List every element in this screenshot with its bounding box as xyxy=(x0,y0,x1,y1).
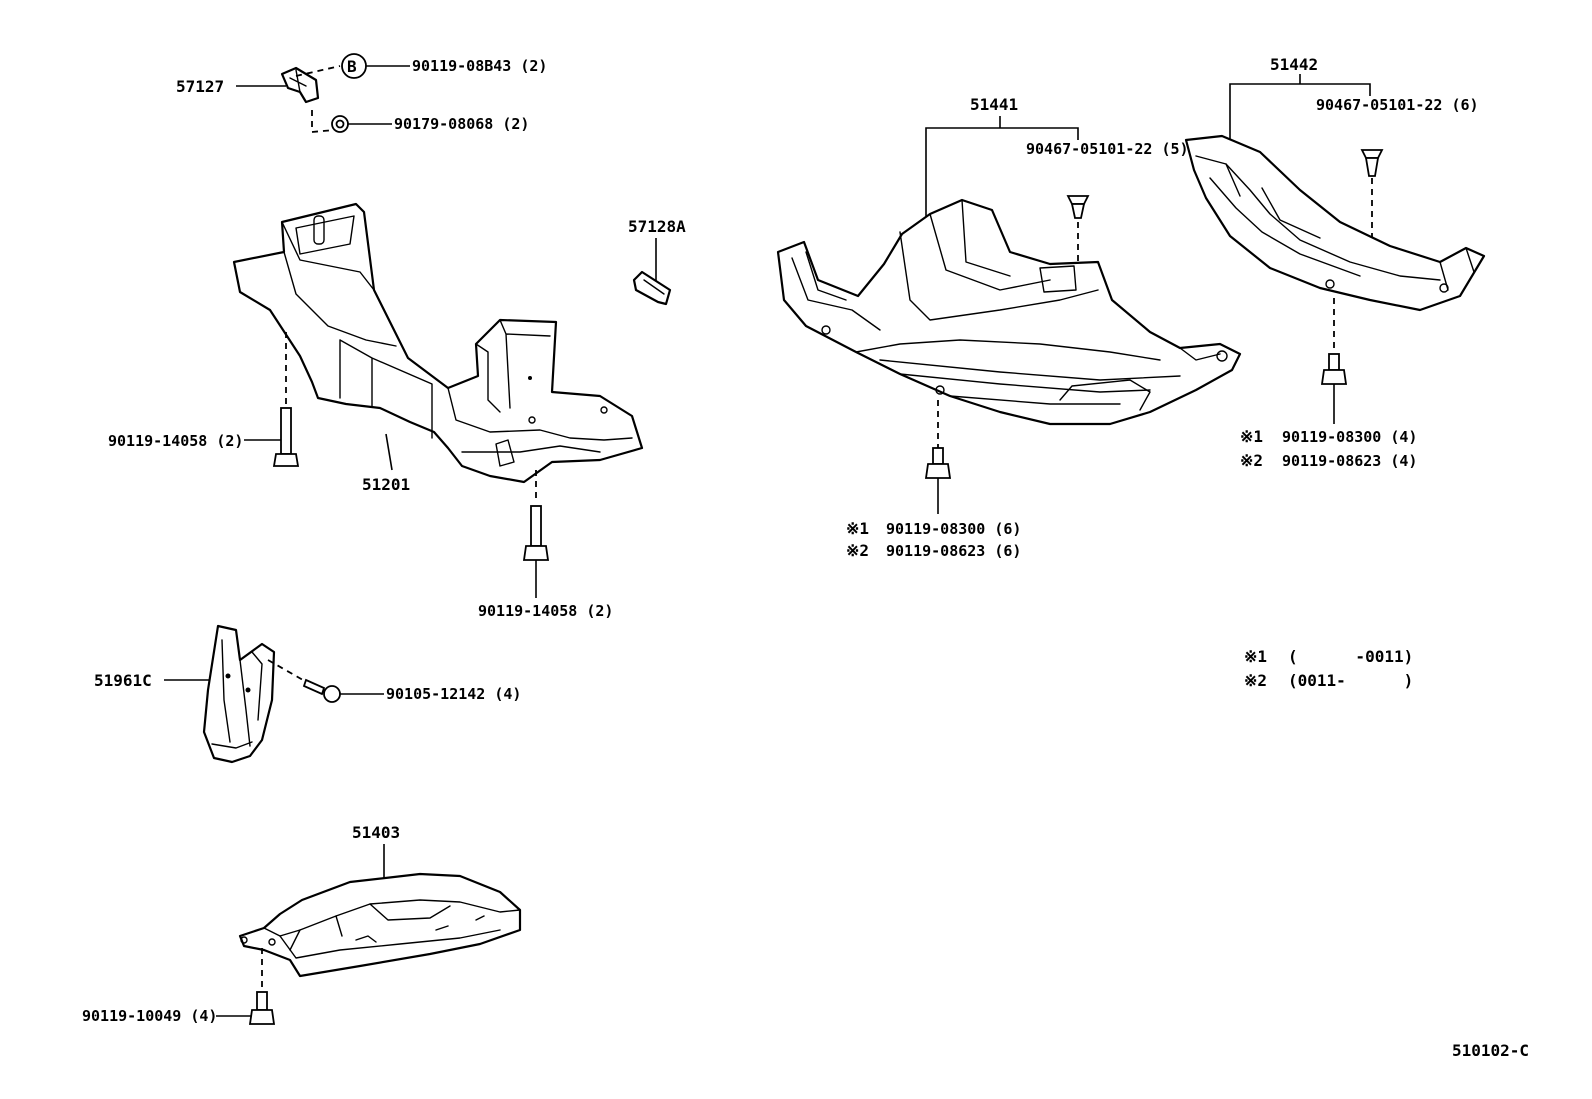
part-number-51441: 51441 xyxy=(970,95,1018,114)
bolt-icon xyxy=(924,447,952,479)
clip-icon xyxy=(1360,149,1384,177)
bolt-2-mark-51441: ※2 xyxy=(846,541,869,560)
part-number-51961c: 51961C xyxy=(94,671,152,690)
clip-51441-label: 90467-05101-22 (5) xyxy=(1026,140,1189,158)
legend-mark-1: ※1 xyxy=(1244,647,1267,666)
bolt-icon xyxy=(1320,353,1348,385)
part-number-57128a: 57128A xyxy=(628,217,686,236)
crossmember-51201[interactable] xyxy=(232,202,644,484)
bolt-left-label: 90119-14058 (2) xyxy=(108,432,243,450)
part-number-51403: 51403 xyxy=(352,823,400,842)
part-number-57127: 57127 xyxy=(176,77,224,96)
nut-icon xyxy=(331,115,349,133)
legend-range-2: (0011- ) xyxy=(1288,671,1413,690)
stopper-57128a[interactable] xyxy=(632,270,672,306)
bracket-51961c-group: 51961C 90105-12142 (4) xyxy=(94,624,521,764)
bolt-2-mark-51442: ※2 xyxy=(1240,451,1263,470)
bolt-icon xyxy=(272,407,300,467)
clip-51442-label: 90467-05101-22 (6) xyxy=(1316,96,1479,114)
cover-51441-group: 51441 90467-05101-22 (5) ※1 90119-08300 … xyxy=(776,95,1242,560)
legend-range-1: ( -0011) xyxy=(1288,647,1413,666)
bolt-90119-08b43-label: 90119-08B43 (2) xyxy=(412,57,547,75)
bolt-90105-12142-label: 90105-12142 (4) xyxy=(386,685,521,703)
bolt-icon xyxy=(522,505,550,561)
bolt-icon xyxy=(302,678,341,703)
clip-icon xyxy=(1066,195,1090,219)
bolt-icon xyxy=(248,991,276,1025)
cover-51442[interactable] xyxy=(1184,134,1486,312)
cover-51442-group: 51442 90467-05101-22 (6) ※1 90119-08300 … xyxy=(1184,55,1486,470)
bolt-1-mark-51441: ※1 xyxy=(846,519,869,538)
stopper-57128a-group: 57128A xyxy=(628,217,686,306)
bracket-57127-group: 57127 B 90119-08B43 (2) 90179-08068 (2) xyxy=(176,53,547,133)
diagram-id: 510102-C xyxy=(1452,1041,1529,1060)
plate-51403-group: 51403 90119-10049 (4) xyxy=(82,823,522,1025)
cover-51441[interactable] xyxy=(776,198,1242,426)
crossmember-51201-group: 51201 90119-14058 (2) 90119-14058 (2) xyxy=(108,202,644,620)
part-number-51201: 51201 xyxy=(362,475,410,494)
legend: ※1 ( -0011) ※2 (0011- ) xyxy=(1244,647,1413,690)
nut-90179-08068-label: 90179-08068 (2) xyxy=(394,115,529,133)
bracket-51961c[interactable] xyxy=(202,624,276,764)
bolt-bottom-label: 90119-14058 (2) xyxy=(478,602,613,620)
bolt-1-51441-label: 90119-08300 (6) xyxy=(886,520,1021,538)
bolt-2-51442-label: 90119-08623 (4) xyxy=(1282,452,1417,470)
bolt-2-51441-label: 90119-08623 (6) xyxy=(886,542,1021,560)
plate-51403[interactable] xyxy=(238,872,522,978)
bolt-90119-10049-label: 90119-10049 (4) xyxy=(82,1007,217,1025)
bracket-57127[interactable] xyxy=(280,66,320,104)
part-number-51442: 51442 xyxy=(1270,55,1318,74)
bolt-1-mark-51442: ※1 xyxy=(1240,427,1263,446)
legend-mark-2: ※2 xyxy=(1244,671,1267,690)
reference-marker-label: B xyxy=(347,57,357,76)
bolt-1-51442-label: 90119-08300 (4) xyxy=(1282,428,1417,446)
